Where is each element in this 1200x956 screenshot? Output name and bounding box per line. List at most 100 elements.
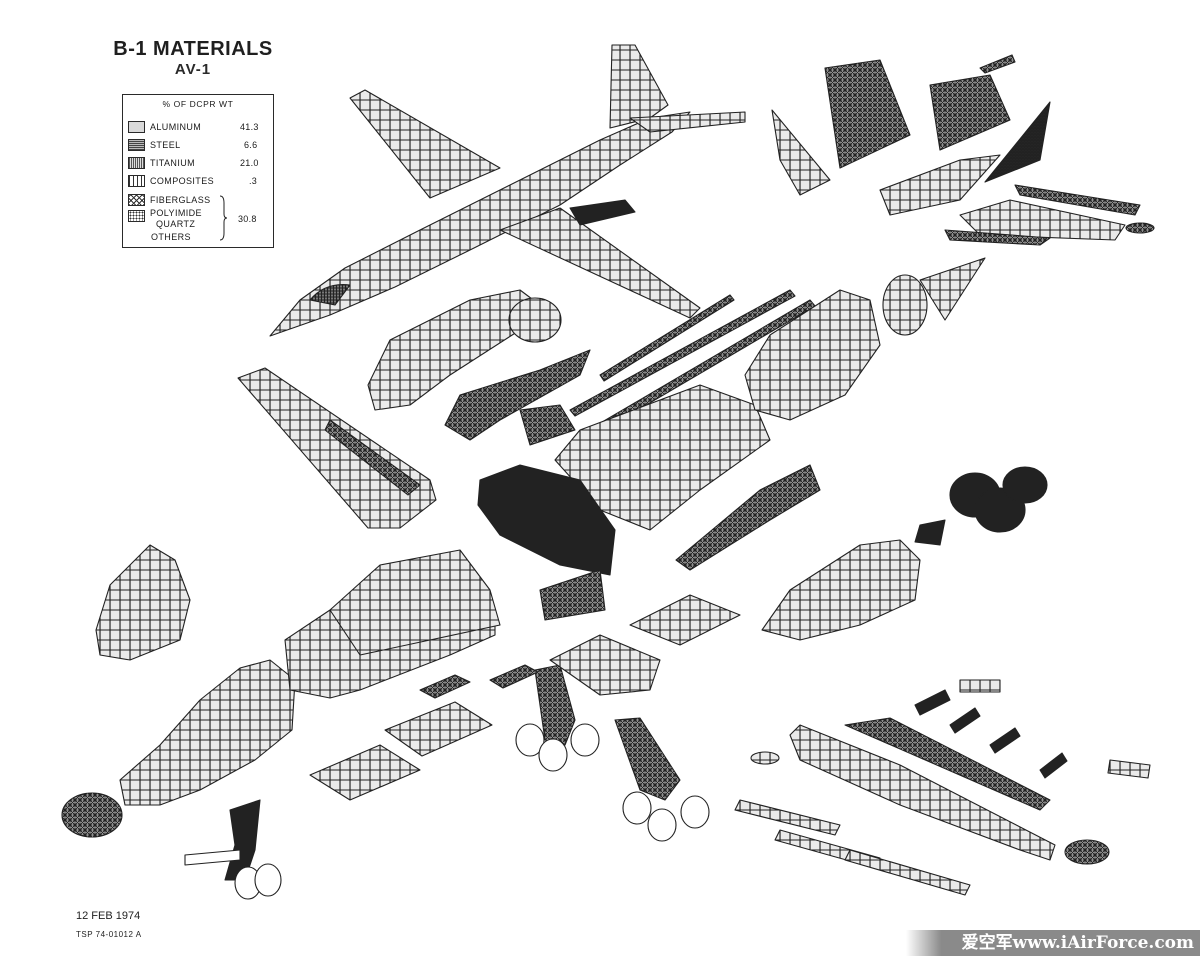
legend-item-polyimide-quartz: POLYIMIDE QUARTZ [128, 208, 202, 232]
left-main-wheel-1 [515, 723, 545, 757]
legend-label: TITANIUM [150, 158, 196, 168]
legend-header: % OF DCPR WT [162, 99, 234, 109]
legend-value: 21.0 [240, 158, 259, 168]
aircraft-vertical-fin [609, 44, 669, 129]
wing-leading-edge-flap [324, 419, 421, 496]
steel-swatch-icon [128, 139, 145, 151]
assembled-aircraft [269, 44, 746, 337]
fin-spar-set [929, 74, 1011, 151]
aluminum-swatch-icon [128, 121, 145, 133]
tail-small-part [979, 54, 1016, 74]
left-main-wheel-3 [570, 723, 600, 757]
inboard-wing-box [789, 724, 1056, 861]
center-fuselage-parts [367, 257, 986, 576]
spoiler-4 [1039, 752, 1068, 779]
aircraft-cockpit [309, 284, 351, 306]
composites-swatch-icon [128, 175, 145, 187]
tail-fairing [879, 154, 1001, 216]
keel-panel [519, 404, 576, 446]
aircraft-left-wing [349, 89, 501, 199]
diagram-title-block: B-1 MATERIALS AV-1 [110, 38, 276, 78]
access-panel-1 [959, 679, 1001, 693]
engine-intake [508, 297, 562, 343]
left-wing-panel [237, 367, 437, 529]
weapons-bay-door-2 [384, 701, 493, 757]
aircraft-horizontal-stab [629, 111, 746, 133]
legend-label-line2: QUARTZ [156, 219, 196, 229]
right-main-wheel-3 [680, 795, 710, 829]
right-main-gear-strut [614, 717, 681, 801]
outboard-wing [237, 367, 437, 529]
legend-item-steel: STEEL [128, 137, 181, 153]
document-number: TSP 74-01012 A [76, 930, 142, 939]
left-main-wheel-2 [538, 738, 568, 772]
bay-door-strip-set [419, 674, 471, 699]
legend-item-titanium: TITANIUM [128, 155, 195, 171]
pivot-fairing [750, 751, 780, 765]
engine-exhaust-3 [1002, 466, 1048, 504]
forward-fuselage-structure [119, 659, 296, 806]
forward-fuselage-parts [61, 544, 501, 900]
weapons-bay-door-1 [309, 744, 421, 801]
wing-tip-fairing [1064, 839, 1110, 865]
wing-pivot-structure [477, 464, 616, 576]
horizontal-stab-skin [1014, 184, 1141, 216]
diagram-subtitle: AV-1 [174, 61, 212, 78]
left-main-gear-strut [534, 664, 576, 746]
tail-tip-fairing [1125, 222, 1155, 234]
polyimide-quartz-swatch-icon [128, 210, 145, 222]
spoiler-3 [989, 727, 1021, 754]
forward-wing-glove [329, 549, 501, 656]
flap-segment-1 [734, 799, 841, 836]
legend-item-fiberglass: FIBERGLASS [128, 192, 211, 208]
legend-item-aluminum: ALUMINUM [128, 119, 201, 135]
access-panel-2 [1107, 759, 1151, 779]
right-main-wheel-1 [622, 791, 652, 825]
longeron-strip-1 [569, 289, 796, 417]
site-watermark: 爱空军www.iAirForce.com [906, 930, 1200, 956]
diagram-title: B-1 MATERIALS [113, 38, 273, 60]
bay-door-strip-2 [489, 664, 539, 689]
aircraft-nacelle [569, 199, 636, 226]
nose-gear-drag-brace [184, 849, 241, 866]
legend-value: .3 [249, 176, 258, 186]
stab-tip [944, 229, 1051, 246]
legend-label: FIBERGLASS [150, 195, 211, 205]
cockpit-canopy-section [95, 544, 191, 661]
engine-nozzle-fairing [882, 274, 928, 336]
legend-others-label: OTHERS [151, 232, 191, 242]
legend-value: 41.3 [240, 122, 259, 132]
legend-grouped-value: 30.8 [238, 214, 257, 224]
right-wing-panel [734, 679, 1151, 896]
aircraft-fuselage [269, 111, 691, 337]
titanium-swatch-icon [128, 157, 145, 169]
nacelle-fairing [914, 519, 946, 546]
floor-panel [549, 634, 661, 696]
intake-duct-panel [444, 349, 591, 441]
fiberglass-swatch-icon [128, 194, 145, 206]
nose-wheel-right [254, 863, 282, 897]
aft-skin-panel [539, 569, 606, 621]
nose-radome [61, 792, 123, 838]
right-main-wheel-2 [647, 808, 677, 842]
drawing-date: 12 FEB 1974 [76, 910, 141, 922]
longeron-strip-3 [599, 294, 735, 382]
aft-equipment-bay [761, 539, 921, 641]
legend-value: 6.6 [244, 140, 258, 150]
bay-door-panel-3 [629, 594, 741, 646]
aft-nose-cone [919, 257, 986, 321]
legend-label: ALUMINUM [150, 122, 202, 132]
spoiler-2 [949, 707, 981, 734]
center-skin-panel [675, 464, 821, 571]
materials-legend: % OF DCPR WT ALUMINUM 41.3 STEEL 6.6 TIT… [122, 94, 274, 248]
legend-label: STEEL [150, 140, 181, 150]
engine-group [914, 466, 1048, 546]
legend-item-composites: COMPOSITES [128, 173, 214, 189]
lower-center-panels [309, 539, 921, 801]
legend-brace-icon [219, 195, 227, 241]
rudder-panel [771, 109, 831, 196]
spoiler-set [914, 689, 951, 716]
leading-edge-slat [844, 717, 1051, 811]
flap-segment-3 [844, 849, 971, 896]
